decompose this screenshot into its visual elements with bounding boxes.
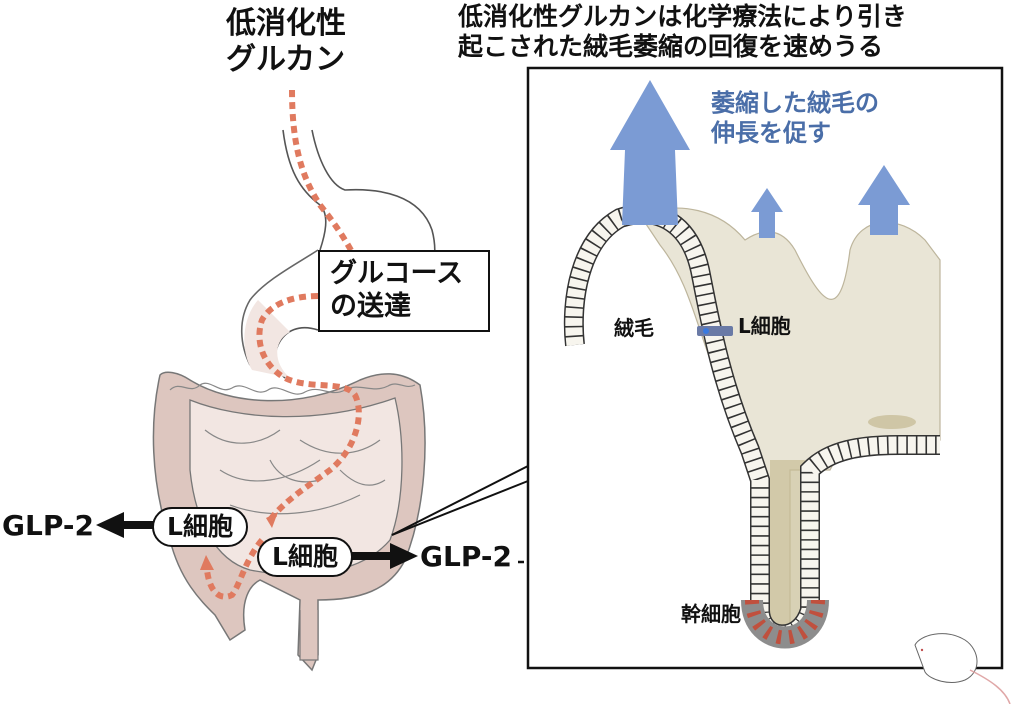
villus-label: 絨毛 xyxy=(614,316,654,340)
glucose-arrowhead-2 xyxy=(200,555,214,570)
glp2-label-left: GLP-2 xyxy=(2,509,94,542)
glucose-delivery-label: グルコース の送達 xyxy=(330,258,464,322)
l-cell-in-villus xyxy=(697,326,733,336)
mouse-illustration xyxy=(914,633,1011,704)
villus-growth-arrows xyxy=(610,80,910,238)
inset-title: 低消化性グルカンは化学療法により引き 起こされた絨毛萎縮の回復を速めうる xyxy=(458,2,907,61)
crypt-base xyxy=(741,598,829,649)
l-cell-badge-left: L細胞 xyxy=(152,507,248,547)
glucose-path xyxy=(204,89,362,600)
zoom-callout-lines xyxy=(391,465,529,536)
l-cell-villus-label: L細胞 xyxy=(738,314,791,338)
l-cell-badge-middle: L細胞 xyxy=(257,537,353,577)
glp2-arrow-right xyxy=(352,543,418,569)
glp2-arrow-left xyxy=(96,512,154,538)
glucose-delivery-box xyxy=(318,250,490,332)
growth-caption: 萎縮した絨毛の 伸長を促す xyxy=(711,89,879,147)
glucose-arrowhead-1 xyxy=(266,512,278,528)
duodenum xyxy=(244,300,290,378)
glp2-label-right: GLP-2 xyxy=(420,540,512,573)
left-title: 低消化性 グルカン xyxy=(226,6,346,77)
stem-cell-label: 幹細胞 xyxy=(681,602,741,626)
